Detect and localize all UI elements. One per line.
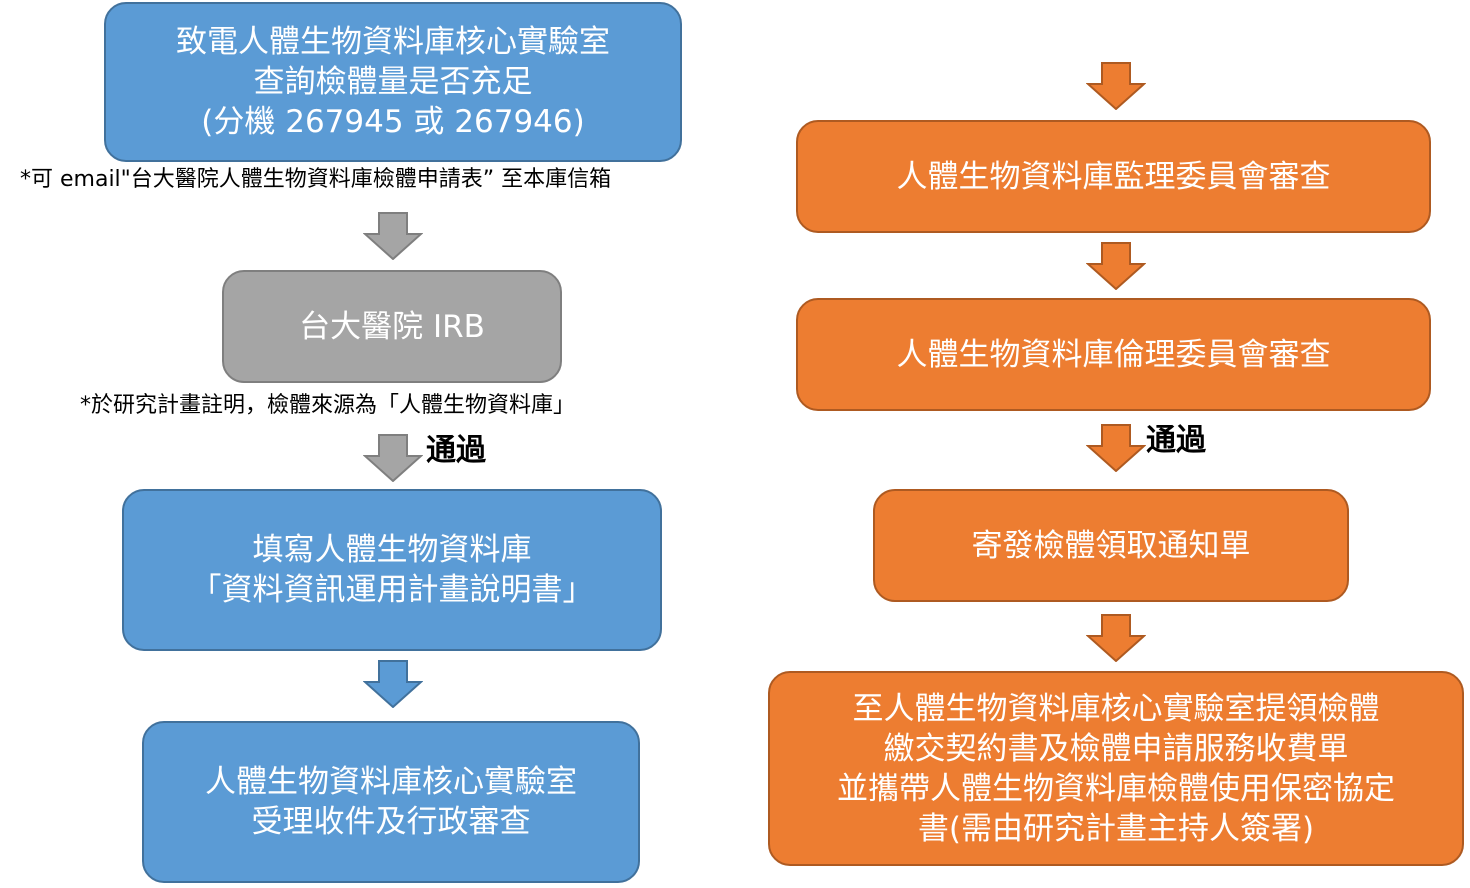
down-arrow-icon	[363, 660, 423, 708]
step-line: 至人體生物資料庫核心實驗室提領檢體	[852, 690, 1380, 727]
pass-label: 通過	[1146, 423, 1206, 458]
step-line: 並攜帶人體生物資料庫檢體使用保密協定	[837, 770, 1395, 807]
step-supervision-review: 人體生物資料庫監理委員會審查	[796, 120, 1431, 233]
down-arrow-icon	[363, 434, 423, 482]
step-ethics-review: 人體生物資料庫倫理委員會審查	[796, 298, 1431, 411]
step-line: 台大醫院 IRB	[299, 308, 485, 345]
pass-label: 通過	[426, 433, 486, 468]
step-line: 人體生物資料庫倫理委員會審查	[896, 336, 1331, 373]
down-arrow-icon	[1086, 424, 1146, 472]
step-send-notice: 寄發檢體領取通知單	[873, 489, 1349, 602]
down-arrow-icon	[1086, 614, 1146, 662]
note-email: *可 email"台大醫院人體生物資料庫檢體申請表” 至本庫信箱	[20, 167, 612, 192]
step-irb: 台大醫院 IRB	[222, 270, 562, 383]
step-line: 書(需由研究計畫主持人簽署)	[917, 810, 1315, 847]
step-line: (分機 267945 或 267946)	[201, 104, 585, 140]
down-arrow-icon	[363, 212, 423, 260]
step-line: 繳交契約書及檢體申請服務收費單	[883, 730, 1349, 767]
step-line: 填寫人體生物資料庫	[252, 532, 532, 568]
step-line: 寄發檢體領取通知單	[971, 527, 1251, 564]
note-irb: *於研究計畫註明，檢體來源為「人體生物資料庫」	[80, 393, 576, 418]
down-arrow-icon	[1086, 62, 1146, 110]
step-line: 人體生物資料庫核心實驗室	[205, 764, 577, 800]
step-line: 查詢檢體量是否充足	[253, 64, 533, 100]
step-line: 人體生物資料庫監理委員會審查	[896, 158, 1331, 195]
step-line: 致電人體生物資料庫核心實驗室	[176, 24, 610, 60]
down-arrow-icon	[1086, 242, 1146, 290]
step-call-core-lab: 致電人體生物資料庫核心實驗室 查詢檢體量是否充足 (分機 267945 或 26…	[104, 2, 682, 162]
step-line: 「資料資訊運用計畫說明書」	[190, 572, 594, 608]
step-accept-review: 人體生物資料庫核心實驗室 受理收件及行政審查	[142, 721, 640, 883]
step-pickup-specimen: 至人體生物資料庫核心實驗室提領檢體 繳交契約書及檢體申請服務收費單 並攜帶人體生…	[768, 671, 1464, 866]
step-fill-form: 填寫人體生物資料庫 「資料資訊運用計畫說明書」	[122, 489, 662, 651]
step-line: 受理收件及行政審查	[251, 804, 531, 840]
